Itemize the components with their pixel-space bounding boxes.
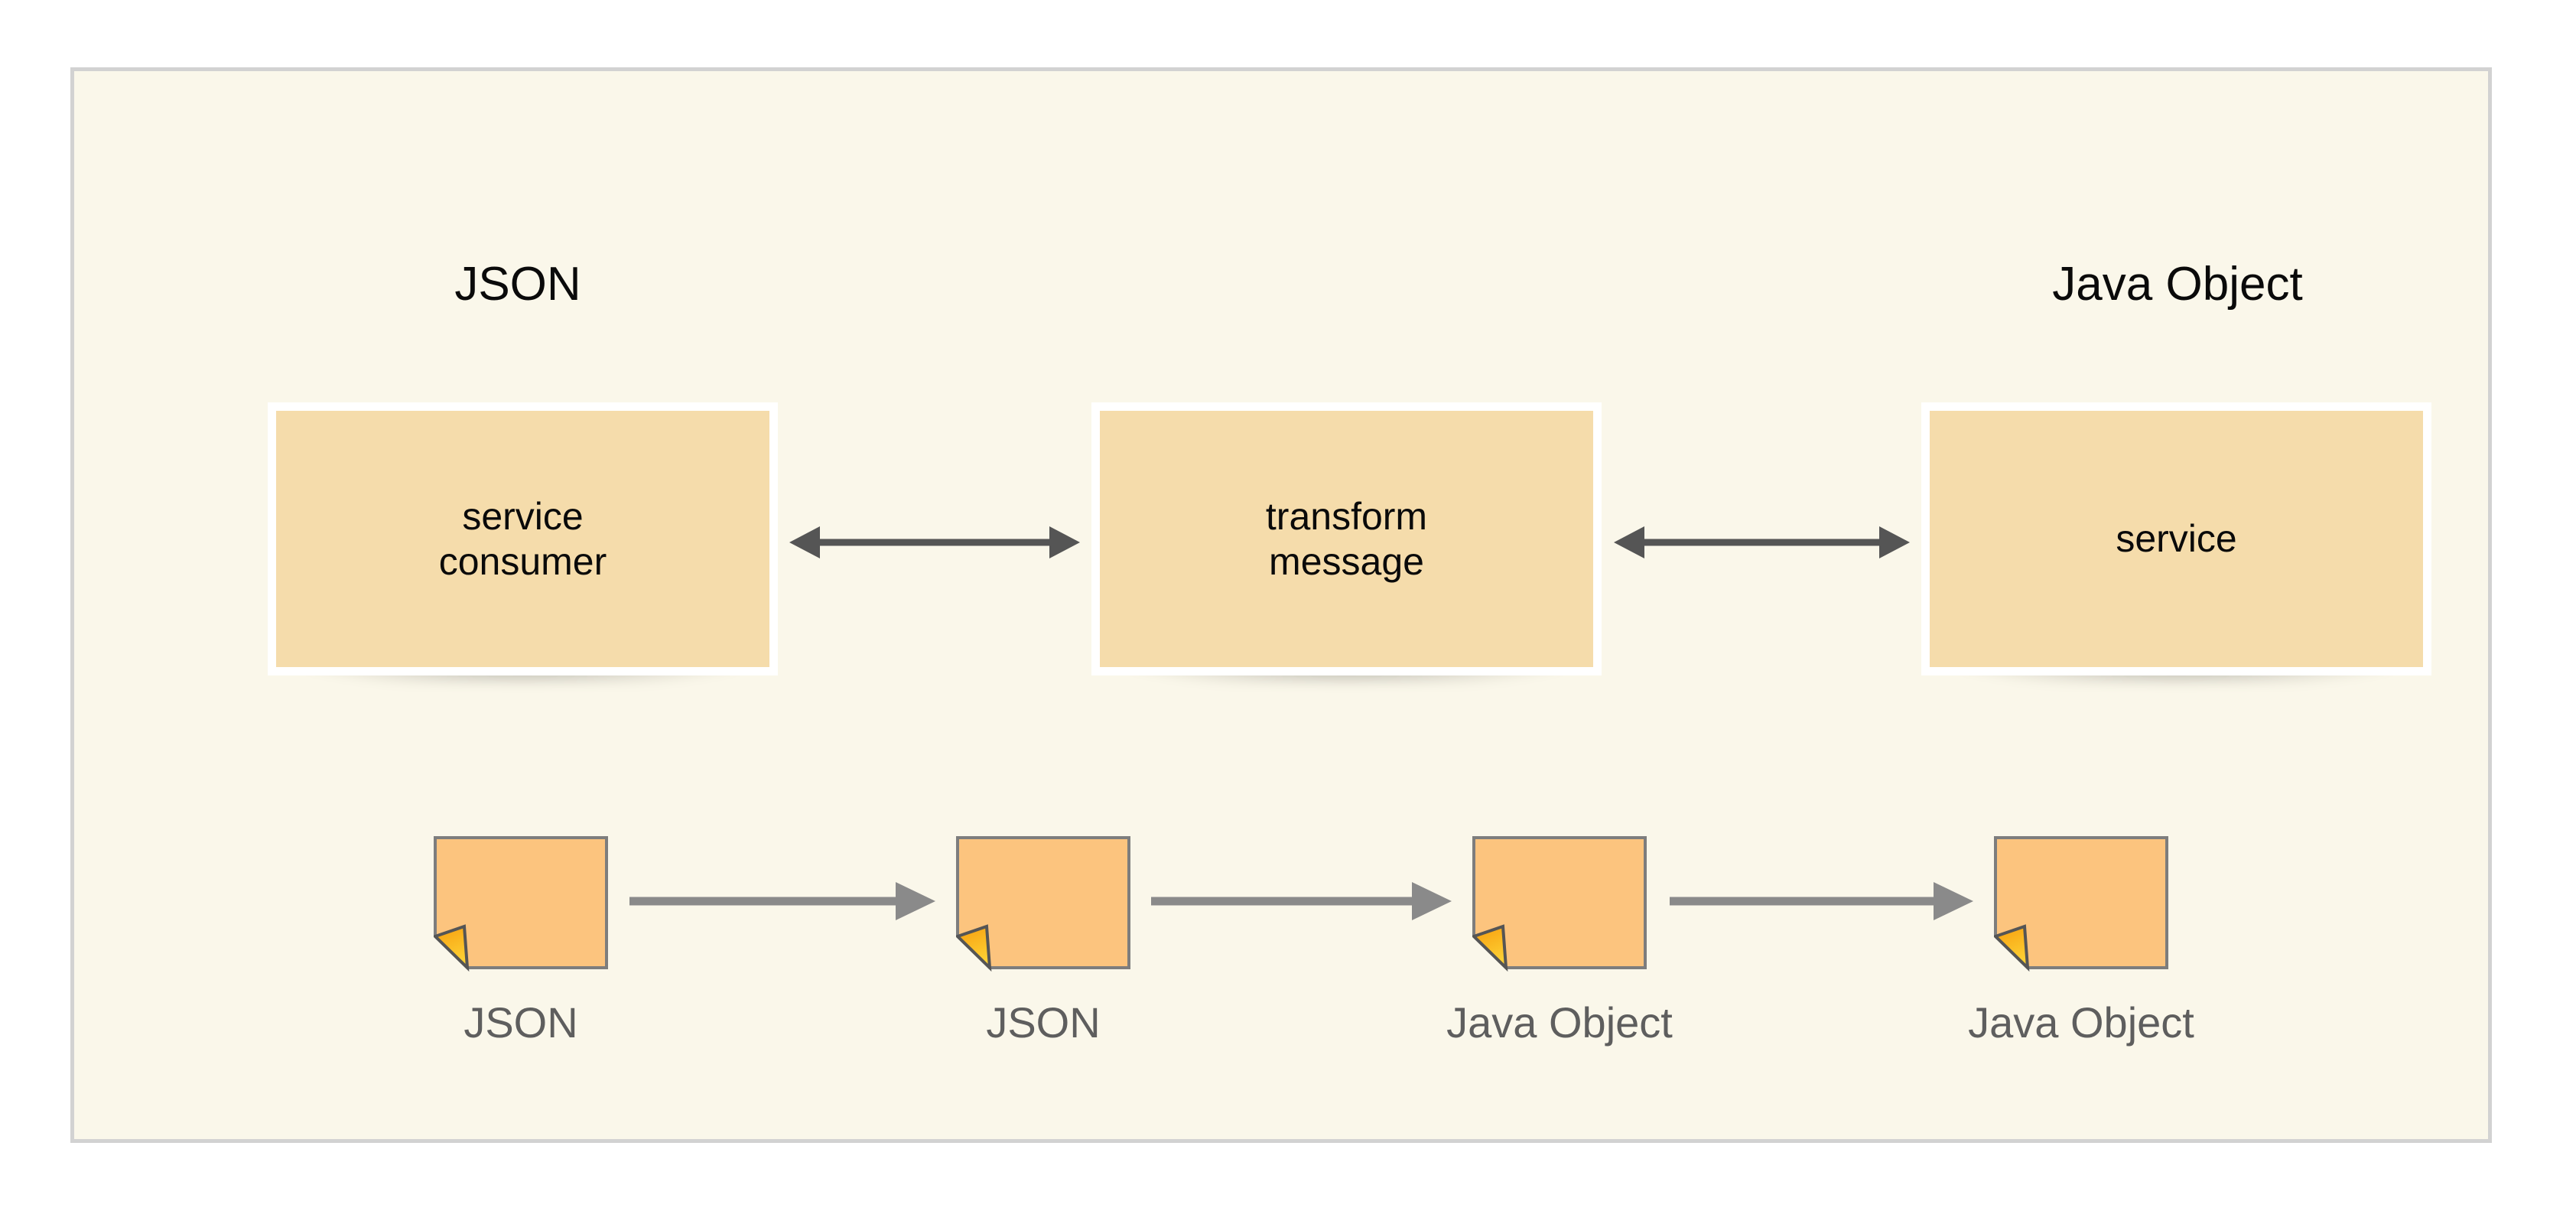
note-caption-1: JSON [463, 998, 578, 1047]
note-document-icon-4[interactable] [1994, 836, 2168, 978]
process-box-label-wrap: service consumer [276, 411, 769, 667]
note-flow-arrow-icon-3 [1670, 882, 1973, 920]
group-label-java-object: Java Object [2052, 258, 2303, 311]
process-box-label-line1: transform [1265, 494, 1428, 538]
process-box-label-line1: service [2116, 517, 2237, 560]
note-flow-arrow-icon-2 [1151, 882, 1452, 920]
bidirectional-arrow-icon-1 [789, 526, 1080, 558]
process-box-label-line2: consumer [438, 539, 607, 583]
group-label-json: JSON [454, 258, 581, 311]
process-box-label-wrap: service [1930, 411, 2423, 667]
process-box-service-consumer[interactable]: service consumer [268, 402, 778, 675]
note-caption-3: Java Object [1446, 998, 1673, 1047]
note-flow-arrow-icon-1 [629, 882, 935, 920]
process-box-label-line1: service [462, 494, 584, 538]
process-box-service[interactable]: service [1921, 402, 2431, 675]
note-document-icon-1[interactable] [434, 836, 608, 978]
process-box-label-wrap: transform message [1100, 411, 1593, 667]
note-caption-4: Java Object [1968, 998, 2194, 1047]
note-caption-2: JSON [986, 998, 1101, 1047]
bidirectional-arrow-icon-2 [1614, 526, 1910, 558]
process-box-label-line2: message [1269, 539, 1424, 583]
note-document-icon-3[interactable] [1472, 836, 1647, 978]
note-document-icon-2[interactable] [956, 836, 1130, 978]
diagram-canvas: JSON Java Object service consumer transf… [70, 67, 2492, 1143]
process-box-transform-message[interactable]: transform message [1091, 402, 1602, 675]
